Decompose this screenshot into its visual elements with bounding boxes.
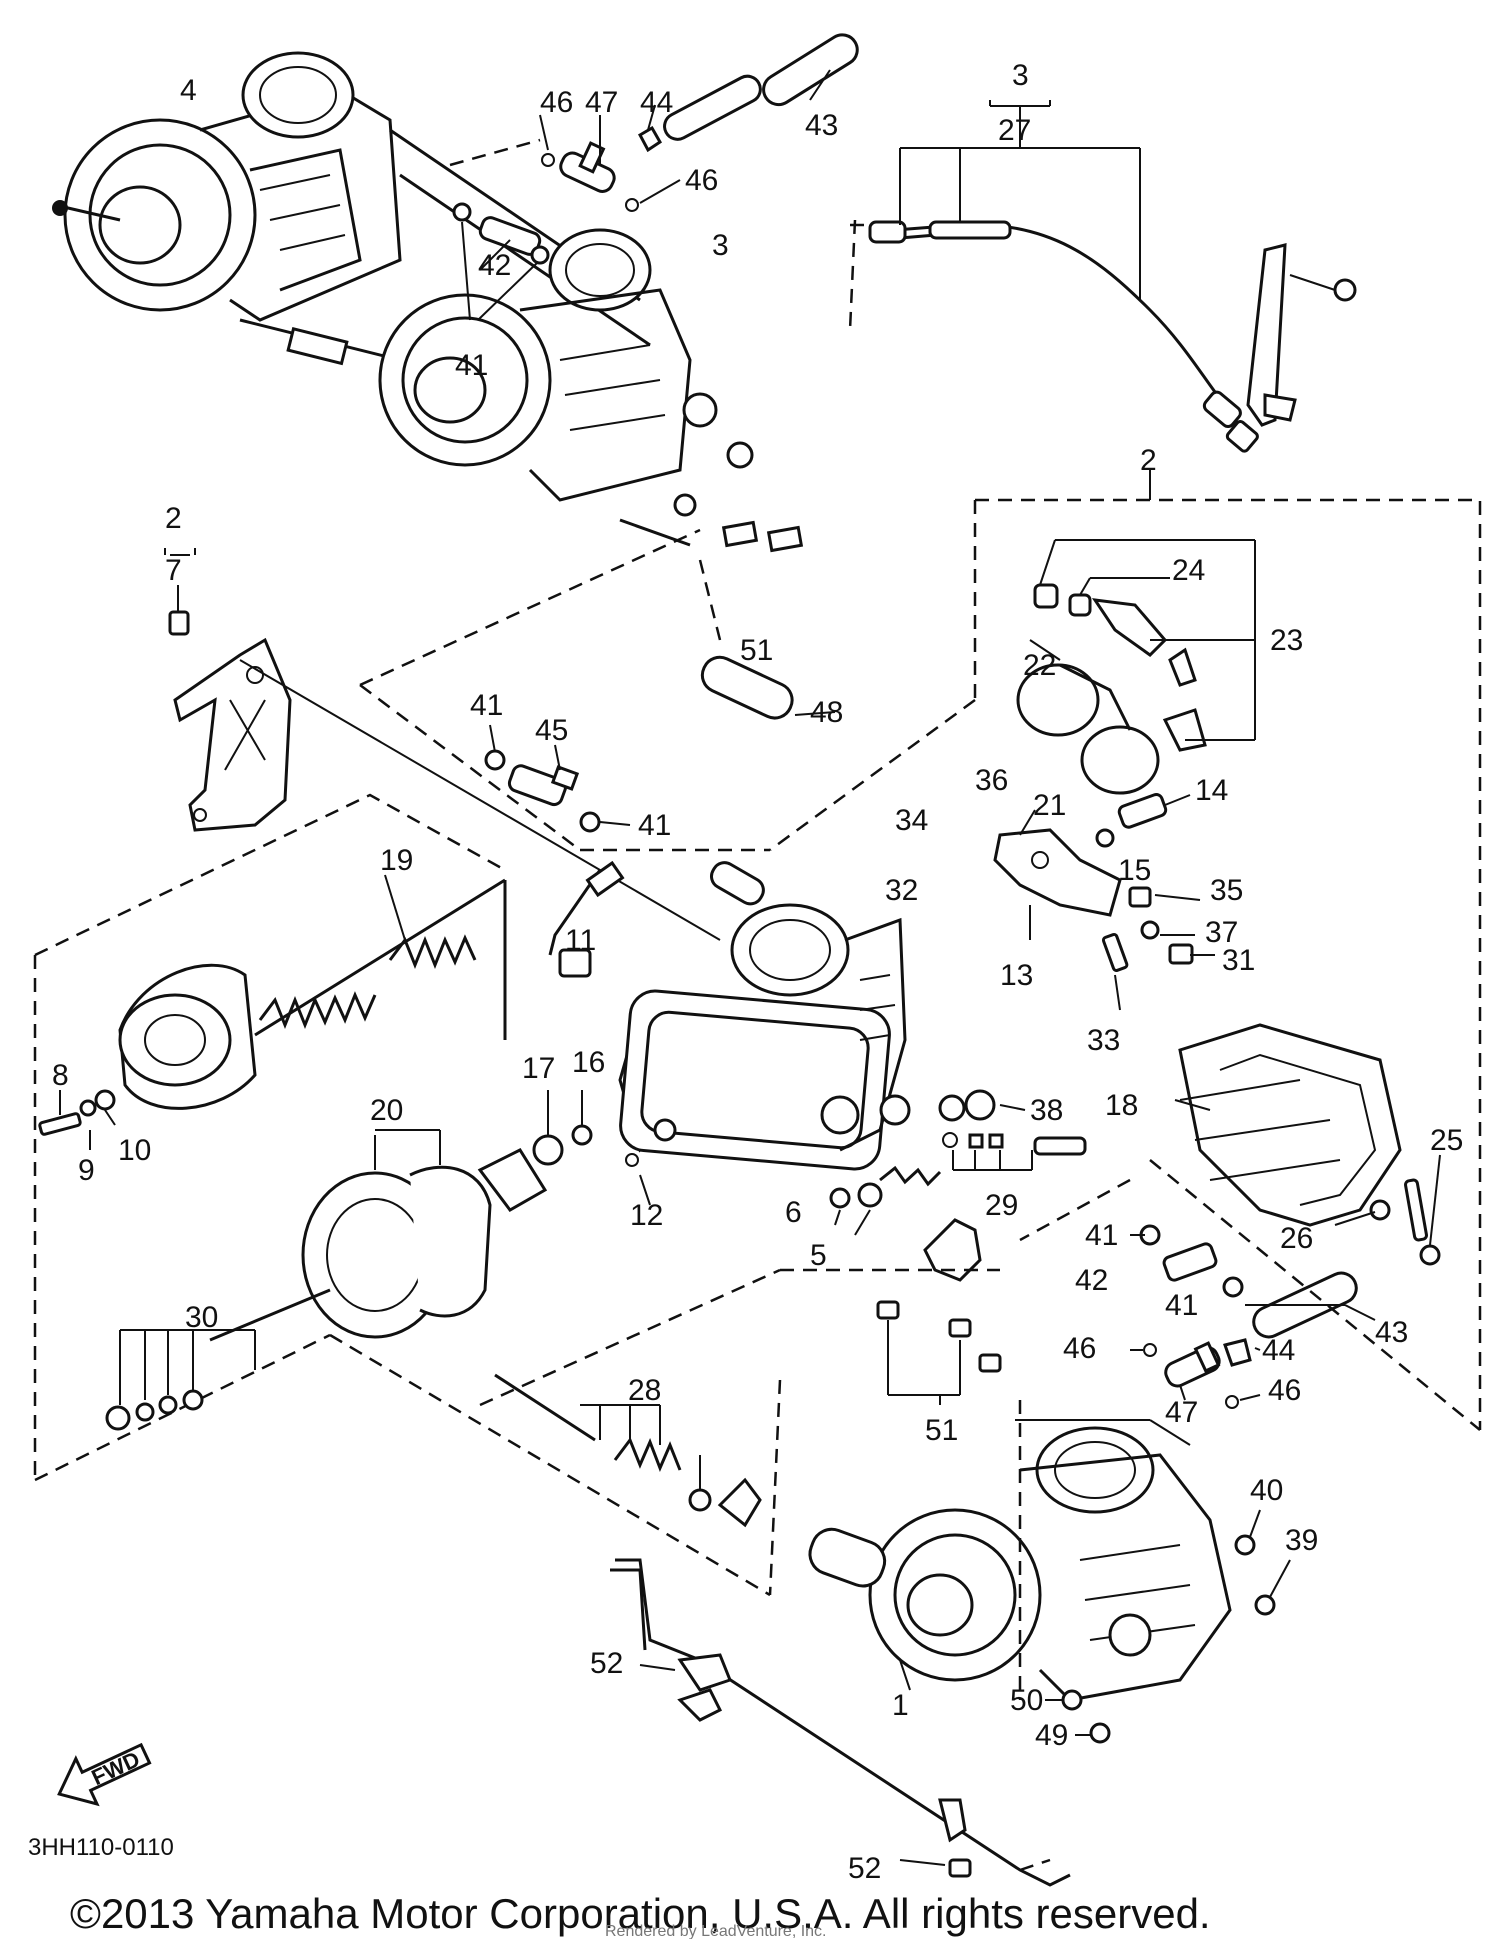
callout-41: 41 (470, 689, 503, 722)
callout-4: 4 (180, 74, 197, 107)
callout-2: 2 (1140, 444, 1157, 477)
callout-42: 42 (478, 249, 511, 282)
callout-20: 20 (370, 1094, 403, 1127)
callout-24: 24 (1172, 554, 1205, 587)
lower-carburetor (610, 1400, 1291, 1887)
callout-51: 51 (925, 1414, 958, 1447)
callout-47: 47 (585, 86, 618, 119)
callout-8: 8 (52, 1059, 69, 1092)
callout-49: 49 (1035, 1719, 1068, 1752)
callout-36: 36 (975, 764, 1008, 797)
callout-9: 9 (78, 1154, 95, 1187)
callout-1: 1 (892, 1689, 909, 1722)
callout-40: 40 (1250, 1474, 1283, 1507)
parts-set-2 (769, 468, 1482, 1431)
callout-45: 45 (535, 714, 568, 747)
callout-46: 46 (685, 164, 718, 197)
joint-parts (359, 528, 836, 906)
callout-3: 3 (712, 229, 729, 262)
callout-6: 6 (785, 1196, 802, 1229)
callout-22: 22 (1023, 649, 1056, 682)
callout-3: 3 (1012, 59, 1029, 92)
diagram-code: 3HH110-0110 (28, 1834, 174, 1861)
fwd-label: FWD (88, 1746, 144, 1790)
callout-47: 47 (1165, 1396, 1198, 1429)
callout-35: 35 (1210, 874, 1243, 907)
callout-32: 32 (885, 874, 918, 907)
callout-41: 41 (1165, 1289, 1198, 1322)
callout-30: 30 (185, 1301, 218, 1334)
callout-52: 52 (848, 1852, 881, 1885)
callout-17: 17 (522, 1052, 555, 1085)
callout-29: 29 (985, 1189, 1018, 1222)
callout-5: 5 (810, 1239, 827, 1272)
callout-21: 21 (1033, 789, 1066, 822)
upper-carburetor-pair (52, 51, 804, 553)
callout-26: 26 (1280, 1222, 1313, 1255)
copyright-notice: ©2013 Yamaha Motor Corporation, U.S.A. A… (70, 1890, 1211, 1937)
callout-38: 38 (1030, 1094, 1063, 1127)
callout-2: 2 (165, 502, 182, 535)
callout-labels: 4 46 47 44 43 46 3 42 41 3 27 2 2 7 24 2… (52, 59, 1463, 1885)
callout-25: 25 (1430, 1124, 1463, 1157)
callout-50: 50 (1010, 1684, 1043, 1717)
callout-16: 16 (572, 1046, 605, 1079)
callout-41: 41 (638, 809, 671, 842)
callout-46: 46 (1268, 1374, 1301, 1407)
carburetor-bracket (164, 548, 721, 941)
callout-41: 41 (455, 349, 488, 382)
callout-46: 46 (1063, 1332, 1096, 1365)
callout-11: 11 (565, 924, 596, 957)
upper-fittings (449, 33, 859, 641)
callout-15: 15 (1118, 854, 1151, 887)
callout-12: 12 (630, 1199, 663, 1232)
callout-44: 44 (640, 86, 673, 119)
callout-48: 48 (810, 696, 843, 729)
callout-43: 43 (1375, 1316, 1408, 1349)
callout-41: 41 (1085, 1219, 1118, 1252)
callout-13: 13 (1000, 959, 1033, 992)
callout-33: 33 (1087, 1024, 1120, 1057)
callout-46: 46 (540, 86, 573, 119)
callout-10: 10 (118, 1134, 151, 1167)
callout-42: 42 (1075, 1264, 1108, 1297)
callout-19: 19 (380, 844, 413, 877)
vacuum-chamber-parts (33, 793, 771, 1597)
callout-23: 23 (1270, 624, 1303, 657)
callout-34: 34 (895, 804, 928, 837)
throttle-stop-parts (479, 1165, 1002, 1596)
callout-18: 18 (1105, 1089, 1138, 1122)
callout-27: 27 (998, 114, 1031, 147)
callout-51: 51 (740, 634, 773, 667)
center-carburetor (548, 860, 911, 1171)
callout-44: 44 (1262, 1334, 1295, 1367)
callout-31: 31 (1222, 944, 1255, 977)
callout-14: 14 (1195, 774, 1228, 807)
fwd-arrow-icon: FWD (57, 1742, 152, 1807)
callout-28: 28 (628, 1374, 661, 1407)
throttle-cable (850, 100, 1357, 453)
callout-52: 52 (590, 1647, 623, 1680)
callout-43: 43 (805, 109, 838, 142)
callout-7: 7 (165, 554, 182, 587)
callout-39: 39 (1285, 1524, 1318, 1557)
renderer-note: Rendered by LeadVenture, Inc. (605, 1923, 827, 1939)
callout-37: 37 (1205, 916, 1238, 949)
